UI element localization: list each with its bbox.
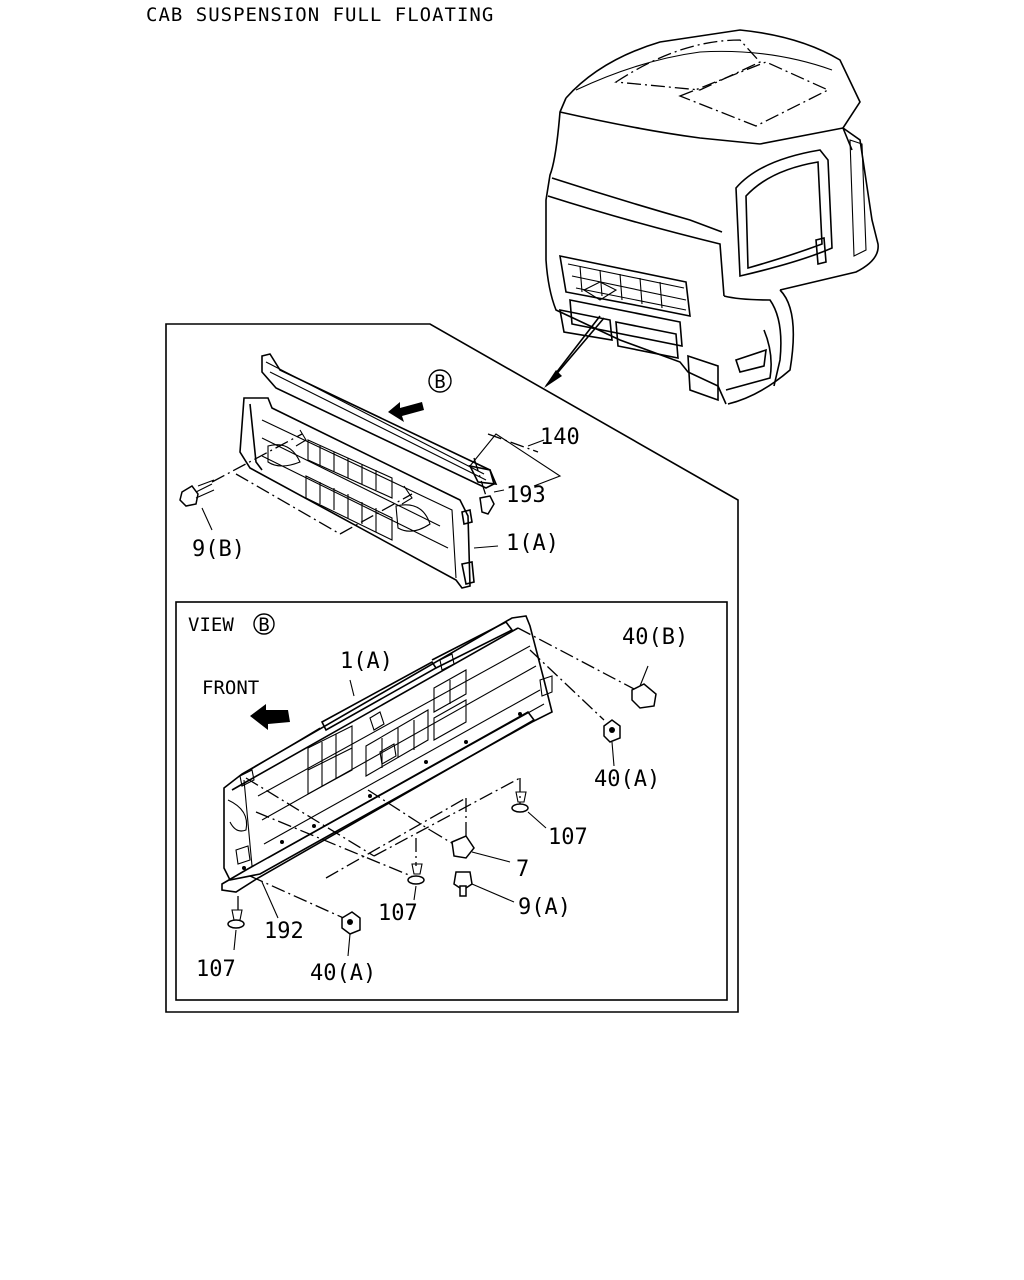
detail-frame — [165, 323, 739, 1013]
clip-7-icon — [451, 835, 511, 863]
label-part-40a-bottom: 40(A) — [310, 961, 376, 986]
diagram-title: CAB SUSPENSION FULL FLOATING — [146, 4, 495, 26]
screw-9b-icon — [179, 479, 215, 531]
grille-rear-view — [223, 615, 553, 881]
screw-107-mid-icon — [407, 863, 425, 901]
label-part-193: 193 — [506, 483, 546, 508]
label-part-140: 140 — [540, 425, 580, 450]
label-part-192: 192 — [264, 919, 304, 944]
front-label: FRONT — [202, 677, 259, 699]
nut-40a-bottom-icon — [341, 911, 361, 957]
label-part-9a: 9(A) — [518, 895, 571, 920]
truck-cab-illustration — [545, 29, 879, 405]
panel-192 — [221, 710, 536, 919]
view-b-arrow-icon — [388, 402, 424, 422]
rivet-9a-icon — [453, 871, 515, 903]
label-part-40b: 40(B) — [622, 625, 688, 650]
label-part-1a-view: 1(A) — [340, 649, 393, 674]
label-part-40a-right: 40(A) — [594, 767, 660, 792]
view-label-text: VIEW — [188, 614, 234, 636]
grille-assembly — [179, 353, 562, 589]
label-part-107-right: 107 — [548, 825, 588, 850]
clip-40b-icon — [631, 665, 657, 709]
cab-to-detail-pointer — [544, 315, 605, 388]
label-part-107-mid: 107 — [378, 901, 418, 926]
view-b-circled-marker: B — [428, 369, 452, 393]
view-label-marker: B — [258, 614, 269, 636]
nut-40a-right-icon — [603, 719, 621, 767]
label-part-1a-top: 1(A) — [506, 531, 559, 556]
view-b-marker-text: B — [434, 371, 445, 393]
front-arrow-icon — [250, 704, 290, 730]
screw-107-left-icon — [227, 909, 245, 951]
view-b-title: VIEW B — [188, 613, 275, 636]
label-part-7: 7 — [516, 857, 529, 882]
label-part-9b: 9(B) — [192, 537, 245, 562]
view-b-box — [175, 601, 728, 1001]
screw-107-right-icon — [511, 791, 547, 829]
label-part-107-left: 107 — [196, 957, 236, 982]
